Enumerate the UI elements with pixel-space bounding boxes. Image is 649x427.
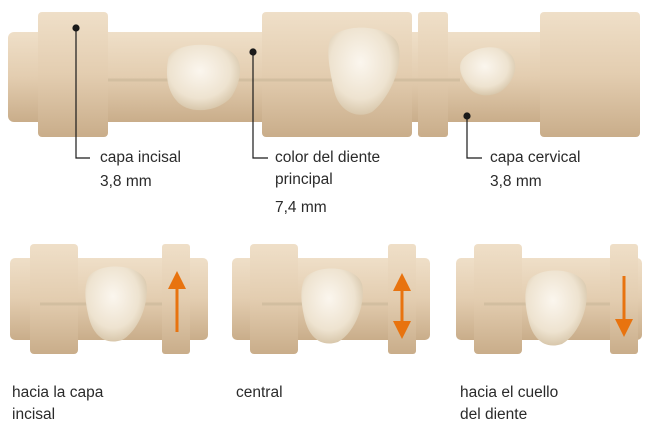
- label-position-incisal: hacia la capa incisal: [12, 382, 103, 426]
- top-block: [8, 12, 640, 137]
- block-segment-end: [540, 12, 640, 137]
- leader-line-cervical: [467, 116, 482, 158]
- label-cervical-value: 3,8 mm: [490, 171, 542, 193]
- label-principal-name: color del diente principal: [275, 147, 380, 191]
- block-segment-cervical: [418, 12, 448, 137]
- label-incisal-name: capa incisal: [100, 147, 181, 169]
- label-cervical-name: capa cervical: [490, 147, 580, 169]
- label-position-central: central: [236, 382, 283, 404]
- label-principal-value: 7,4 mm: [275, 197, 327, 219]
- position-block-2: [232, 244, 430, 354]
- position-block-3: [456, 244, 642, 354]
- block-segment-incisal: [38, 12, 108, 137]
- label-incisal-value: 3,8 mm: [100, 171, 152, 193]
- label-position-cervical: hacia el cuello del diente: [460, 382, 558, 426]
